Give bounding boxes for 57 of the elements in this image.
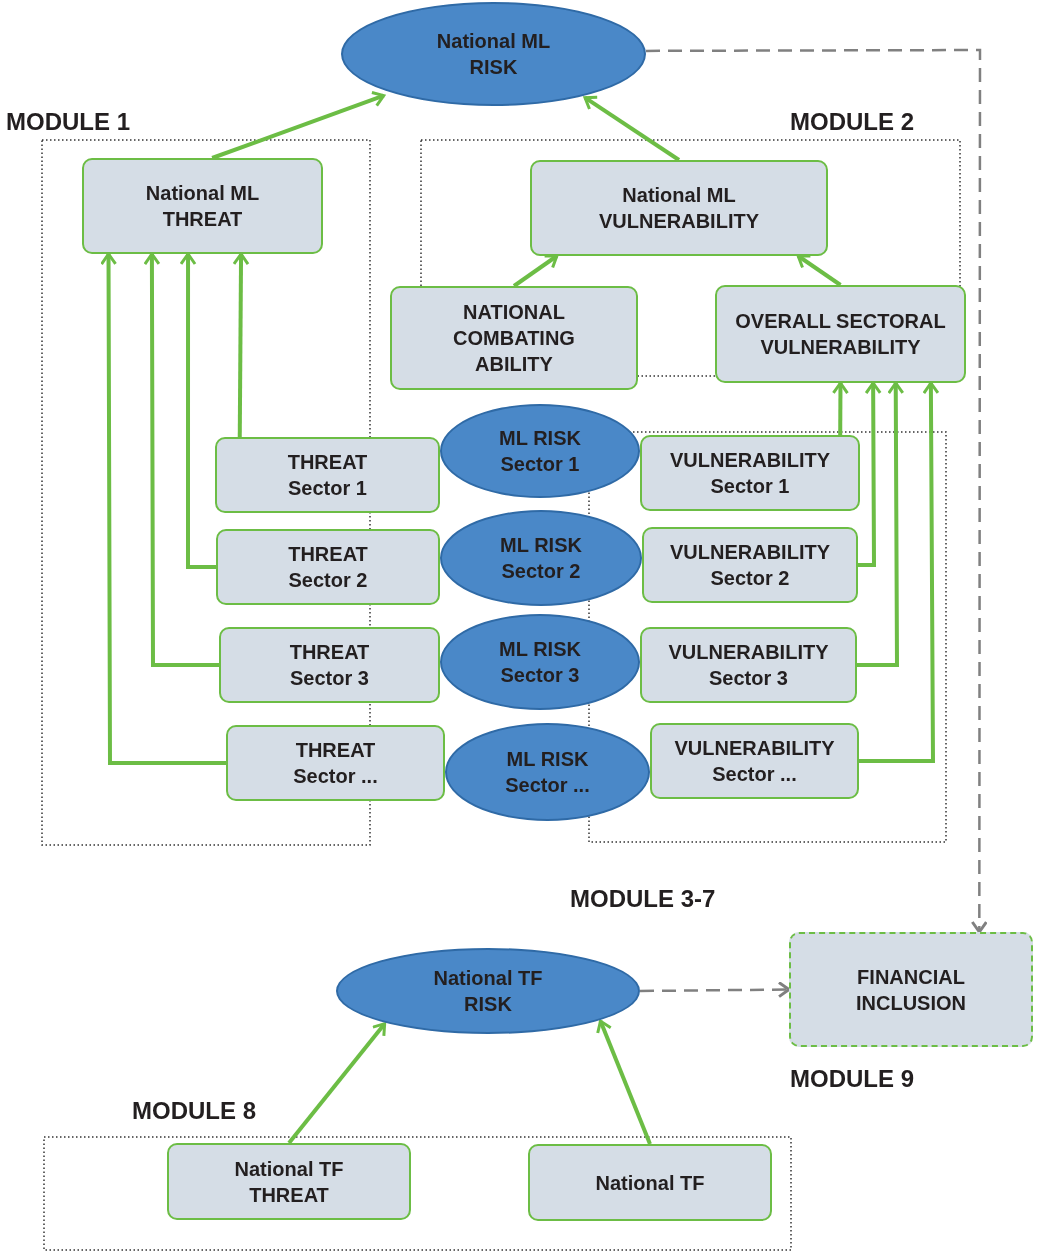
arrow xyxy=(287,1022,387,1145)
node-label: THREAT Sector 2 xyxy=(287,542,369,593)
arrow xyxy=(796,254,842,287)
node-label: VULNERABILITY Sector 3 xyxy=(667,640,830,691)
process-box xyxy=(219,627,440,703)
dashed-arrow xyxy=(640,981,791,999)
node-label: National TF xyxy=(594,1170,706,1196)
dashed-arrow xyxy=(646,48,988,934)
node-label: VULNERABILITY Sector 2 xyxy=(669,540,831,591)
node-label: THREAT Sector 3 xyxy=(288,640,371,691)
node-label: NATIONAL COMBATING ABILITY xyxy=(452,300,576,377)
arrow xyxy=(143,252,219,667)
arrow xyxy=(211,90,386,160)
node-label: VULNERABILITY Sector ... xyxy=(673,736,836,787)
process-box xyxy=(216,529,440,605)
arrow xyxy=(857,381,905,667)
arrow xyxy=(859,381,940,763)
node-label: ML RISK Sector 3 xyxy=(498,637,582,688)
process-box xyxy=(530,160,828,256)
arrow xyxy=(858,381,882,567)
node-label: THREAT Sector ... xyxy=(292,738,379,789)
node-label: OVERALL SECTORAL VULNERABILITY xyxy=(734,309,947,360)
process-box xyxy=(82,158,323,254)
node-label: National TF RISK xyxy=(432,966,544,1017)
dashed-box xyxy=(789,932,1033,1047)
module-label: MODULE 2 xyxy=(790,108,914,136)
node-label: National ML VULNERABILITY xyxy=(598,183,760,234)
process-box xyxy=(650,723,859,799)
arrow xyxy=(583,95,681,162)
module-label: MODULE 8 xyxy=(132,1097,256,1125)
process-box xyxy=(528,1144,772,1221)
node-label: ML RISK Sector ... xyxy=(504,747,591,798)
arrow xyxy=(232,252,250,437)
arrow xyxy=(179,252,216,569)
process-box xyxy=(642,527,858,603)
process-box xyxy=(167,1143,411,1220)
arrow xyxy=(596,1019,652,1145)
process-box xyxy=(640,435,860,511)
node-label: National TF THREAT xyxy=(233,1156,345,1208)
process-box xyxy=(215,437,440,513)
node-label: National ML THREAT xyxy=(144,181,261,232)
node-label: ML RISK Sector 2 xyxy=(499,533,583,584)
module-label: MODULE 9 xyxy=(790,1065,914,1093)
node-label: THREAT Sector 1 xyxy=(286,450,369,501)
arrow xyxy=(512,254,559,288)
process-box xyxy=(226,725,445,801)
process-box xyxy=(640,627,857,703)
node-label: VULNERABILITY Sector 1 xyxy=(669,448,831,499)
node-label: National ML RISK xyxy=(435,29,552,80)
process-box xyxy=(390,286,638,390)
module-label: MODULE 3-7 xyxy=(570,885,716,913)
arrow xyxy=(831,381,849,435)
process-box xyxy=(715,285,966,383)
module-label: MODULE 1 xyxy=(6,108,130,136)
node-label: FINANCIAL INCLUSION xyxy=(855,964,967,1016)
arrow xyxy=(100,252,226,765)
node-label: ML RISK Sector 1 xyxy=(498,426,582,477)
